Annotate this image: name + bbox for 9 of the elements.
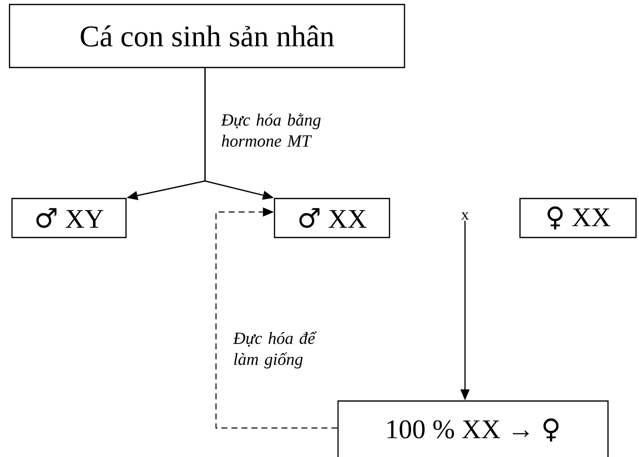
edge-label: Đực hóa bằng hormone MT [221, 113, 321, 147]
process-box: ♀ XX [519, 198, 637, 238]
process-box: ♂ XX [274, 198, 390, 238]
arrow [216, 207, 338, 428]
process-box: ♂ XY [11, 198, 127, 238]
process-box: 100 % XX → ♀ [337, 400, 609, 457]
edge-label: Đực hóa để làm giống [233, 332, 317, 368]
cross-symbol: x [461, 212, 469, 220]
process-box: Cá con sinh sản nhân [8, 4, 406, 68]
